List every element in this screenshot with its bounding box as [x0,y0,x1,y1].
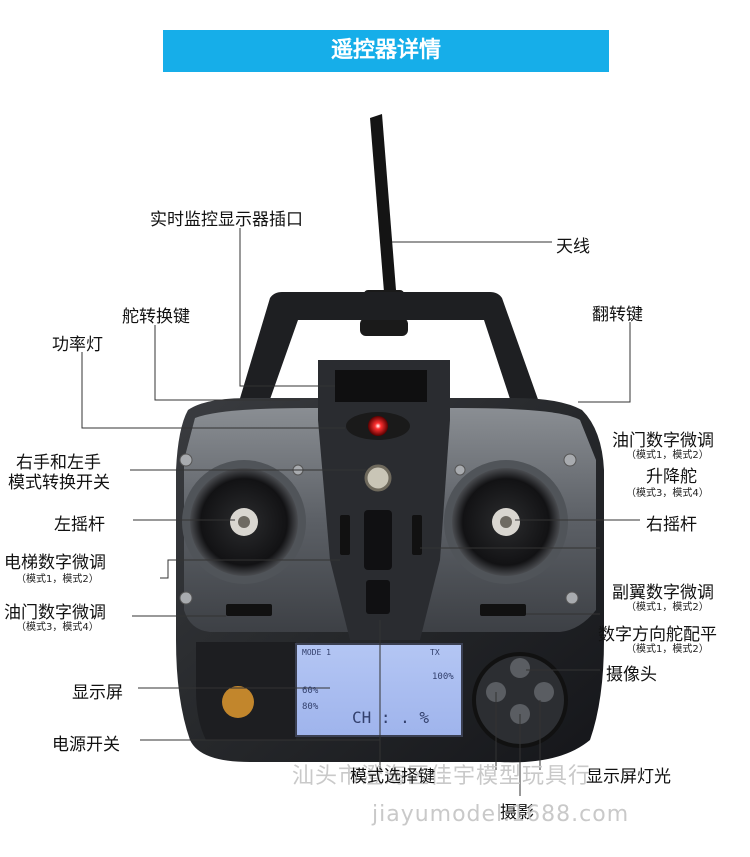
label-throttle-trim-right-modes: （模式1，模式2） [626,450,709,461]
label-elevator-trim-modes: （模式1，模式2） [16,574,99,585]
label-elevator-modes: （模式3，模式4） [626,488,709,499]
screen-tx-text: TX [430,648,440,657]
screen-percent-right: 100% [432,672,454,682]
label-throttle-trim-left-modes: （模式3，模式4） [16,622,99,633]
label-power-switch: 电源开关 [52,735,120,755]
watermark-shop-name: 汕头市澄海区佳宇模型玩具行 [292,764,592,789]
label-antenna: 天线 [556,237,590,257]
page-title-banner: 遥控器详情 [163,30,609,72]
label-display: 显示屏 [72,683,123,703]
label-throttle-trim-right: 油门数字微调 [612,431,714,451]
mode-switch-knob [364,464,392,492]
label-camera: 摄像头 [606,665,657,685]
label-elevator: 升降舵 [646,467,697,487]
label-monitor-port: 实时监控显示器插口 [150,210,303,230]
label-aileron-trim-modes: （模式1，模式2） [626,602,709,613]
label-mode-switch-line1: 右手和左手 [16,453,101,473]
label-rudder-trim: 数字方向舵配平 [598,625,717,645]
label-mode-select: 模式选择键 [350,767,435,787]
label-rudder-trim-modes: （模式1，模式2） [626,644,709,655]
label-backlight: 显示屏灯光 [586,767,671,787]
label-flip-key: 翻转键 [592,305,643,325]
screen-percent-left-top: 60% [302,686,319,696]
label-throttle-trim-left: 油门数字微调 [4,603,106,623]
label-elevator-trim: 电梯数字微调 [4,553,106,573]
display-screen [295,643,463,737]
label-left-stick: 左摇杆 [54,515,105,535]
right-vertical-trim [412,515,422,555]
right-stick [444,460,568,584]
right-horizontal-trim [480,604,526,616]
label-power-led: 功率灯 [52,335,103,355]
label-aileron-trim: 副翼数字微调 [612,583,714,603]
screen-channel-text: CH : . % [352,708,430,727]
page-title: 遥控器详情 [330,38,441,63]
left-stick [182,460,306,584]
carry-handle [238,292,540,405]
label-right-stick: 右摇杆 [646,515,697,535]
label-photo: 摄影 [500,803,534,823]
screen-percent-left-bottom: 80% [302,702,319,712]
left-horizontal-trim [226,604,272,616]
label-mode-switch-line2: 模式转换开关 [8,473,110,493]
watermark-url: jiayumodel.1688.com [372,802,630,827]
screen-mode-text: MODE 1 [302,648,331,657]
label-rudder-switch: 舵转换键 [122,307,190,327]
left-vertical-trim [340,515,350,555]
